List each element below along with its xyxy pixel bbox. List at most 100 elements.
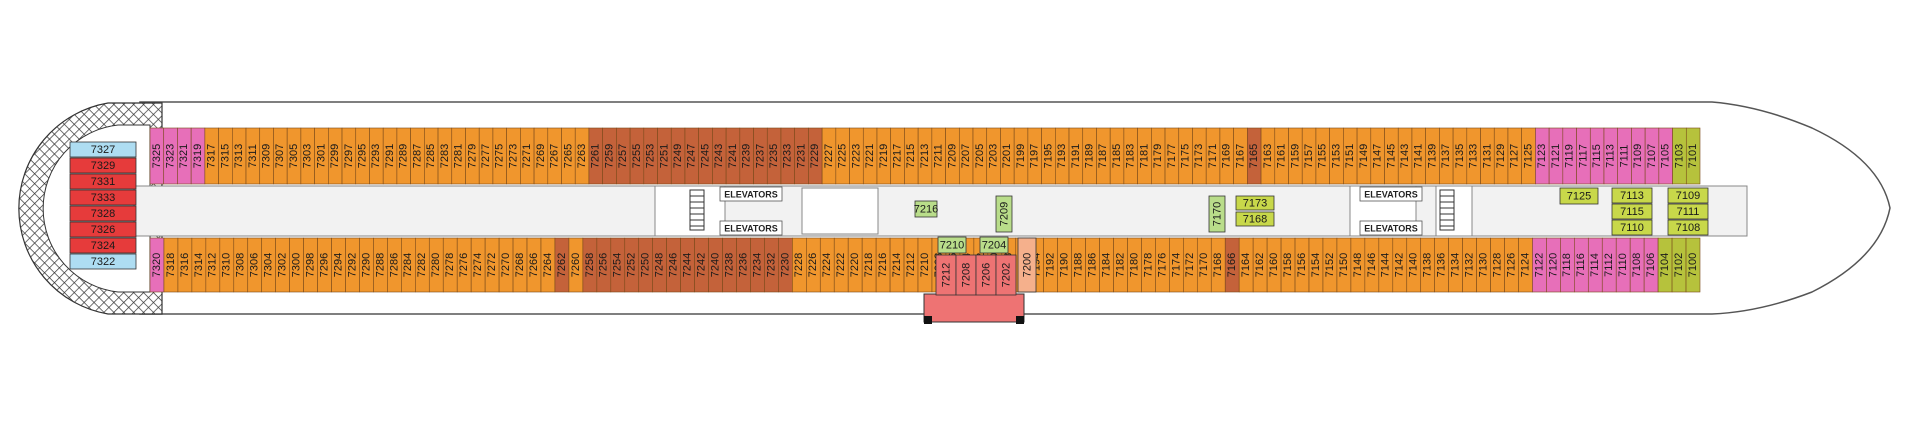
cabin[interactable]: 7254 xyxy=(610,237,626,293)
cabin[interactable]: 7245 xyxy=(698,127,713,185)
cabin[interactable]: 7284 xyxy=(401,237,416,293)
cabin[interactable]: 7169 xyxy=(1219,127,1234,185)
cabin[interactable]: 7294 xyxy=(331,237,346,293)
cabin[interactable]: 7168 xyxy=(1210,237,1226,293)
cabin[interactable]: 7121 xyxy=(1548,127,1564,185)
cabin[interactable]: 7281 xyxy=(451,127,466,185)
cabin[interactable]: 7309 xyxy=(259,127,274,185)
cabin[interactable]: 7215 xyxy=(904,127,919,185)
cabin[interactable]: 7116 xyxy=(1574,237,1589,293)
cabin[interactable]: 7152 xyxy=(1322,237,1338,293)
cabin[interactable]: 7166 xyxy=(1224,237,1240,293)
cabin[interactable]: 7275 xyxy=(492,127,507,185)
cabin[interactable]: 7104 xyxy=(1657,237,1673,293)
cabin[interactable]: 7160 xyxy=(1266,237,1282,293)
cabin[interactable]: 7102 xyxy=(1671,237,1687,293)
inner-cabin[interactable]: 7113 xyxy=(1611,187,1653,204)
cabin[interactable]: 7317 xyxy=(204,127,219,185)
cabin[interactable]: 7184 xyxy=(1099,237,1114,293)
cabin[interactable]: 7107 xyxy=(1644,127,1660,185)
cabin[interactable]: 7227 xyxy=(821,127,837,185)
cabin[interactable]: 7318 xyxy=(163,237,179,293)
cabin[interactable]: 7201 xyxy=(1000,127,1015,185)
cabin[interactable]: 7217 xyxy=(890,127,905,185)
cabin[interactable]: 7278 xyxy=(442,237,458,293)
cabin[interactable]: 7248 xyxy=(652,237,667,293)
cabin[interactable]: 7150 xyxy=(1336,237,1352,293)
cabin[interactable]: 7255 xyxy=(629,127,645,185)
cabin[interactable]: 7266 xyxy=(526,237,542,293)
cabin[interactable]: 7174 xyxy=(1169,237,1184,293)
cabin[interactable]: 7268 xyxy=(512,237,528,293)
cabin[interactable]: 7263 xyxy=(574,127,590,185)
cabin[interactable]: 7105 xyxy=(1658,127,1673,185)
cabin[interactable]: 7224 xyxy=(819,237,835,293)
cabin[interactable]: 7232 xyxy=(764,237,779,293)
cabin[interactable]: 7125 xyxy=(1521,127,1536,185)
cabin[interactable]: 7212 xyxy=(903,237,919,293)
cabin[interactable]: 7131 xyxy=(1480,127,1495,185)
aft-cabin[interactable]: 7331 xyxy=(69,173,137,190)
cabin[interactable]: 7225 xyxy=(835,127,850,185)
cabin[interactable]: 7288 xyxy=(373,237,388,293)
cabin[interactable]: 7216 xyxy=(875,237,891,293)
cabin[interactable]: 7220 xyxy=(847,237,863,293)
cabin[interactable]: 7114 xyxy=(1587,237,1603,293)
cabin[interactable]: 7282 xyxy=(415,237,430,293)
cabin[interactable]: 7264 xyxy=(540,237,556,293)
cabin[interactable]: 7192 xyxy=(1043,237,1058,293)
cabin[interactable]: 7123 xyxy=(1535,127,1550,185)
inner-cabin[interactable]: 7111 xyxy=(1667,203,1709,220)
cabin[interactable]: 7119 xyxy=(1562,127,1577,185)
cabin[interactable]: 7315 xyxy=(218,127,233,185)
cabin[interactable]: 7218 xyxy=(861,237,877,293)
cabin[interactable]: 7310 xyxy=(219,237,235,293)
cabin[interactable]: 7269 xyxy=(533,127,549,185)
cabin[interactable]: 7129 xyxy=(1493,127,1509,185)
cabin[interactable]: 7260 xyxy=(568,237,584,293)
cabin[interactable]: 7134 xyxy=(1448,237,1463,293)
cabin[interactable]: 7145 xyxy=(1384,127,1399,185)
cabin[interactable]: 7325 xyxy=(149,127,165,185)
cabin[interactable]: 7258 xyxy=(582,237,598,293)
cabin[interactable]: 7207 xyxy=(958,127,974,185)
cabin[interactable]: 7253 xyxy=(643,127,658,185)
cabin[interactable]: 7112 xyxy=(1601,237,1617,293)
cabin[interactable]: 7306 xyxy=(247,237,263,293)
cabin[interactable]: 7111 xyxy=(1617,127,1632,185)
cabin[interactable]: 7209 xyxy=(945,127,960,185)
inner-cabin[interactable]: 7200 xyxy=(1017,237,1037,293)
inner-cabin[interactable]: 7210 xyxy=(937,236,967,254)
cabin[interactable]: 7143 xyxy=(1397,127,1413,185)
cabin[interactable]: 7247 xyxy=(684,127,699,185)
cabin[interactable]: 7229 xyxy=(808,127,823,185)
cabin[interactable]: 7126 xyxy=(1504,237,1519,293)
cabin[interactable]: 7163 xyxy=(1260,127,1276,185)
aft-cabin[interactable]: 7322 xyxy=(69,253,137,270)
cabin[interactable]: 7319 xyxy=(190,127,206,185)
cabin[interactable]: 7154 xyxy=(1308,237,1324,293)
cabin[interactable]: 7191 xyxy=(1068,127,1084,185)
cabin[interactable]: 7148 xyxy=(1350,237,1366,293)
cabin[interactable]: 7249 xyxy=(670,127,686,185)
cabin[interactable]: 7262 xyxy=(554,237,570,293)
cabin[interactable]: 7291 xyxy=(382,127,398,185)
cabin[interactable]: 7127 xyxy=(1507,127,1522,185)
cabin[interactable]: 7235 xyxy=(766,127,782,185)
cabin[interactable]: 7252 xyxy=(624,237,640,293)
cabin[interactable]: 7146 xyxy=(1364,237,1380,293)
cabin[interactable]: 7293 xyxy=(369,127,384,185)
cabin[interactable]: 7298 xyxy=(303,237,318,293)
cabin[interactable]: 7314 xyxy=(191,237,207,293)
cabin[interactable]: 7118 xyxy=(1560,237,1575,293)
cabin[interactable]: 7159 xyxy=(1288,127,1303,185)
cabin[interactable]: 7261 xyxy=(588,127,603,185)
inner-cabin[interactable]: 7110 xyxy=(1611,219,1653,236)
inner-cabin[interactable]: 7115 xyxy=(1611,203,1653,220)
cabin[interactable]: 7117 xyxy=(1576,127,1591,185)
cabin[interactable]: 7113 xyxy=(1603,127,1618,185)
cabin[interactable]: 7256 xyxy=(596,237,612,293)
cabin[interactable]: 7259 xyxy=(602,127,617,185)
cabin[interactable]: 7287 xyxy=(410,127,425,185)
cabin[interactable]: 7244 xyxy=(680,237,695,293)
